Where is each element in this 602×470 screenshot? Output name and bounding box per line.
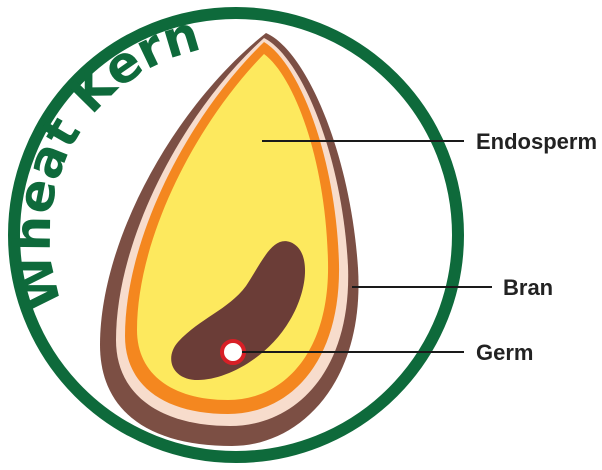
germ-marker-dot	[228, 347, 238, 357]
bran-label: Bran	[503, 275, 553, 300]
endosperm-label: Endosperm	[476, 129, 597, 154]
germ-region	[171, 241, 306, 380]
germ-label: Germ	[476, 340, 533, 365]
